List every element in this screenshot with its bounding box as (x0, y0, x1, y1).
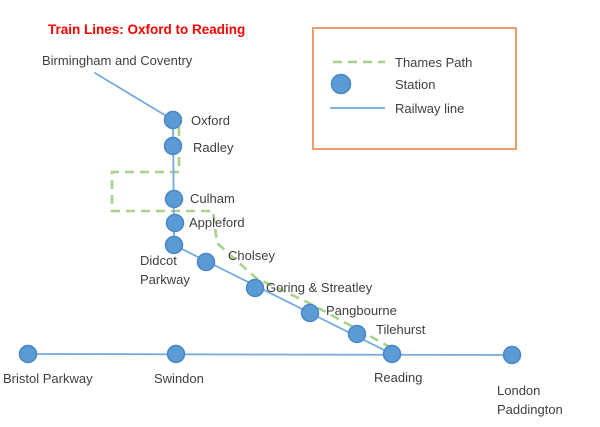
railway-line-great-western-main-line (27, 353, 513, 356)
station-marker-cholsey (196, 252, 216, 272)
station-marker-radley (163, 136, 183, 156)
station-marker-pangbourne (300, 303, 320, 323)
legend-row-thames-path: Thames Path (314, 51, 515, 73)
station-marker-goring-streatley (245, 278, 265, 298)
station-marker-bristol-parkway (18, 344, 38, 364)
station-marker-reading (382, 344, 402, 364)
station-marker-appleford (165, 213, 185, 233)
station-circle-icon (330, 73, 352, 95)
thames-path-dash-icon (333, 60, 385, 64)
legend-row-station: Station (314, 73, 515, 95)
station-marker-tilehurst (347, 324, 367, 344)
destination-label-birmingham: Birmingham and Coventry (42, 53, 193, 68)
station-marker-culham (164, 189, 184, 209)
station-marker-oxford (163, 110, 183, 130)
station-marker-swindon (166, 344, 186, 364)
legend-label-station: Station (395, 76, 436, 92)
station-marker-didcot-parkway (164, 235, 184, 255)
thames-path-line (110, 127, 389, 348)
legend-label-railway-line: Railway line (395, 100, 465, 116)
legend-row-railway-line: Railway line (314, 97, 515, 119)
legend: Thames Path Station Railway line (312, 27, 517, 150)
railway-line-icon (330, 107, 385, 109)
page-title: Train Lines: Oxford to Reading (48, 22, 246, 37)
railway-line-birmingham-branch (94, 72, 174, 121)
station-marker-london-paddington (502, 345, 522, 365)
legend-label-thames-path: Thames Path (395, 54, 473, 70)
